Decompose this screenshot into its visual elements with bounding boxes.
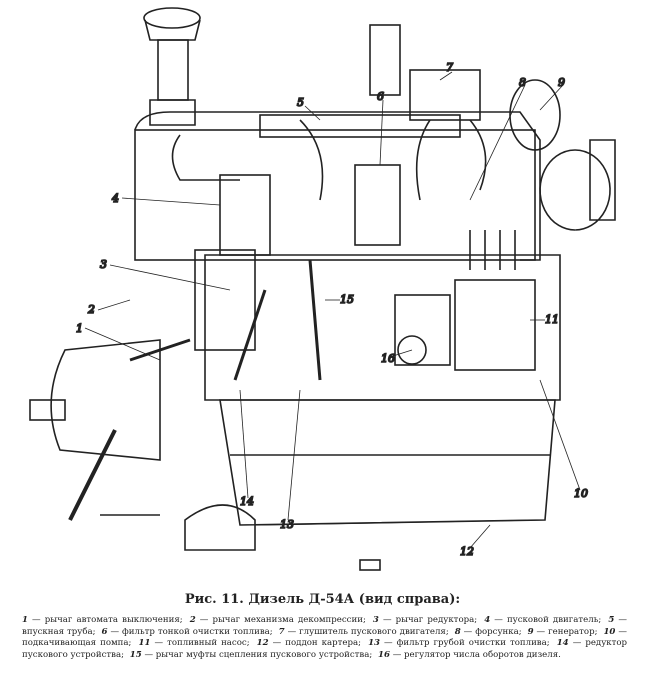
leader-lines [84, 71, 581, 549]
legend-text: подкачивающая помпа; [22, 638, 132, 648]
callout-12: 12 [460, 545, 474, 558]
legend-number: 16 [378, 649, 390, 660]
legend-number: 4 [484, 615, 491, 625]
legend-item: 10 — подкачивающая помпа; [22, 626, 627, 649]
legend-text: рычаг механизма декомпрессии; [212, 615, 366, 625]
figure-title: Рис. 11. Дизель Д-54А (вид справа): [184, 592, 461, 607]
callout-3: 3 [100, 258, 107, 271]
legend-text: пусковой двигатель; [506, 615, 602, 625]
legend-item: 7 — глушитель пускового двигателя; [278, 626, 449, 637]
legend-item: 4 — пусковой двигатель; [484, 615, 602, 625]
legend-number: 7 [278, 626, 285, 637]
callout-4: 4 [111, 192, 119, 205]
starting-engine [194, 249, 256, 351]
engine-drawing: 1 2 3 4 5 6 7 8 9 10 11 12 13 14 15 16 [29, 7, 616, 571]
legend-text: рычаг муфты сцепления пускового устройст… [155, 649, 373, 660]
legend-item: 5 — впускная труба; [22, 615, 628, 637]
callout-8: 8 [519, 76, 526, 89]
legend-text: впускная труба; [22, 626, 96, 637]
legend-number: 1 [22, 615, 28, 625]
fine-filter [354, 164, 401, 246]
legend-item: 1 — рычаг автомата выключения; [22, 615, 183, 625]
callout-7: 7 [446, 61, 453, 74]
legend-item: 9 — генератор; [527, 626, 598, 637]
silencer-stack [369, 24, 401, 96]
engine-block [134, 111, 561, 551]
legend-item: 2 — рычаг механизма декомпрессии; [189, 615, 366, 625]
legend-number: 13 [368, 638, 381, 648]
legend-item: 11 — топливный насос; [138, 638, 250, 648]
callout-10: 10 [574, 487, 588, 500]
legend-item: 14 — редуктор пускового устройства; [22, 638, 628, 660]
legend-text: генератор; [548, 626, 598, 637]
legend-text: рычаг автомата выключения; [44, 615, 183, 625]
callout-13: 13 [280, 518, 294, 531]
legend-text: рычаг редуктора; [395, 615, 478, 625]
flywheel-housing [50, 339, 161, 461]
air-cleaner [143, 7, 201, 126]
callout-15: 15 [340, 293, 354, 306]
silencer [409, 69, 481, 121]
callout-1: 1 [76, 322, 83, 335]
legend-number: 11 [138, 638, 151, 648]
legend-text: фильтр грубой очистки топлива; [396, 638, 550, 648]
figure-legend: 1 — рычаг автомата выключения; 2 — рычаг… [22, 615, 627, 661]
legend-number: 3 [372, 615, 379, 625]
legend-item: 13 — фильтр грубой очистки топлива; [368, 638, 550, 648]
callout-5: 5 [297, 96, 304, 109]
legend-item: 12 — поддон картера; [256, 638, 362, 648]
regulator [394, 294, 451, 366]
legend-number: 9 [527, 626, 534, 637]
legend-number: 6 [101, 626, 108, 637]
legend-number: 8 [454, 626, 461, 637]
callout-2: 2 [87, 303, 95, 316]
legend-number: 15 [129, 649, 142, 660]
legend-item: 15 — рычаг муфты сцепления пускового уст… [129, 649, 373, 660]
legend-text: поддон картера; [285, 638, 362, 648]
fuel-pump [454, 279, 536, 371]
legend-text: регулятор числа оборотов дизеля. [404, 649, 561, 660]
legend-text: топливный насос; [167, 638, 250, 648]
callout-14: 14 [240, 495, 254, 508]
callout-11: 11 [545, 313, 559, 326]
callout-6: 6 [377, 90, 384, 103]
legend-item: 16 — регулятор числа оборотов дизеля. [378, 649, 561, 660]
intake-pipe [259, 114, 461, 138]
legend-number: 14 [556, 638, 569, 648]
legend-text: глушитель пускового двигателя; [299, 626, 449, 637]
callout-16: 16 [381, 352, 395, 365]
legend-text: фильтр тонкой очистки топлива; [122, 626, 273, 637]
legend-text: редуктор пускового устройства; [22, 638, 628, 660]
fan [539, 139, 616, 231]
legend-number: 10 [603, 626, 616, 637]
callout-9: 9 [558, 76, 565, 89]
legend-item: 3 — рычаг редуктора; [372, 615, 478, 625]
legend-item: 6 — фильтр тонкой очистки топлива; [101, 626, 273, 637]
legend-number: 2 [189, 615, 196, 625]
legend-text: форсунка; [475, 626, 522, 637]
generator [509, 79, 561, 151]
legend-number: 12 [256, 638, 269, 648]
legend-item: 8 — форсунка; [454, 626, 522, 637]
legend-number: 5 [608, 615, 615, 625]
